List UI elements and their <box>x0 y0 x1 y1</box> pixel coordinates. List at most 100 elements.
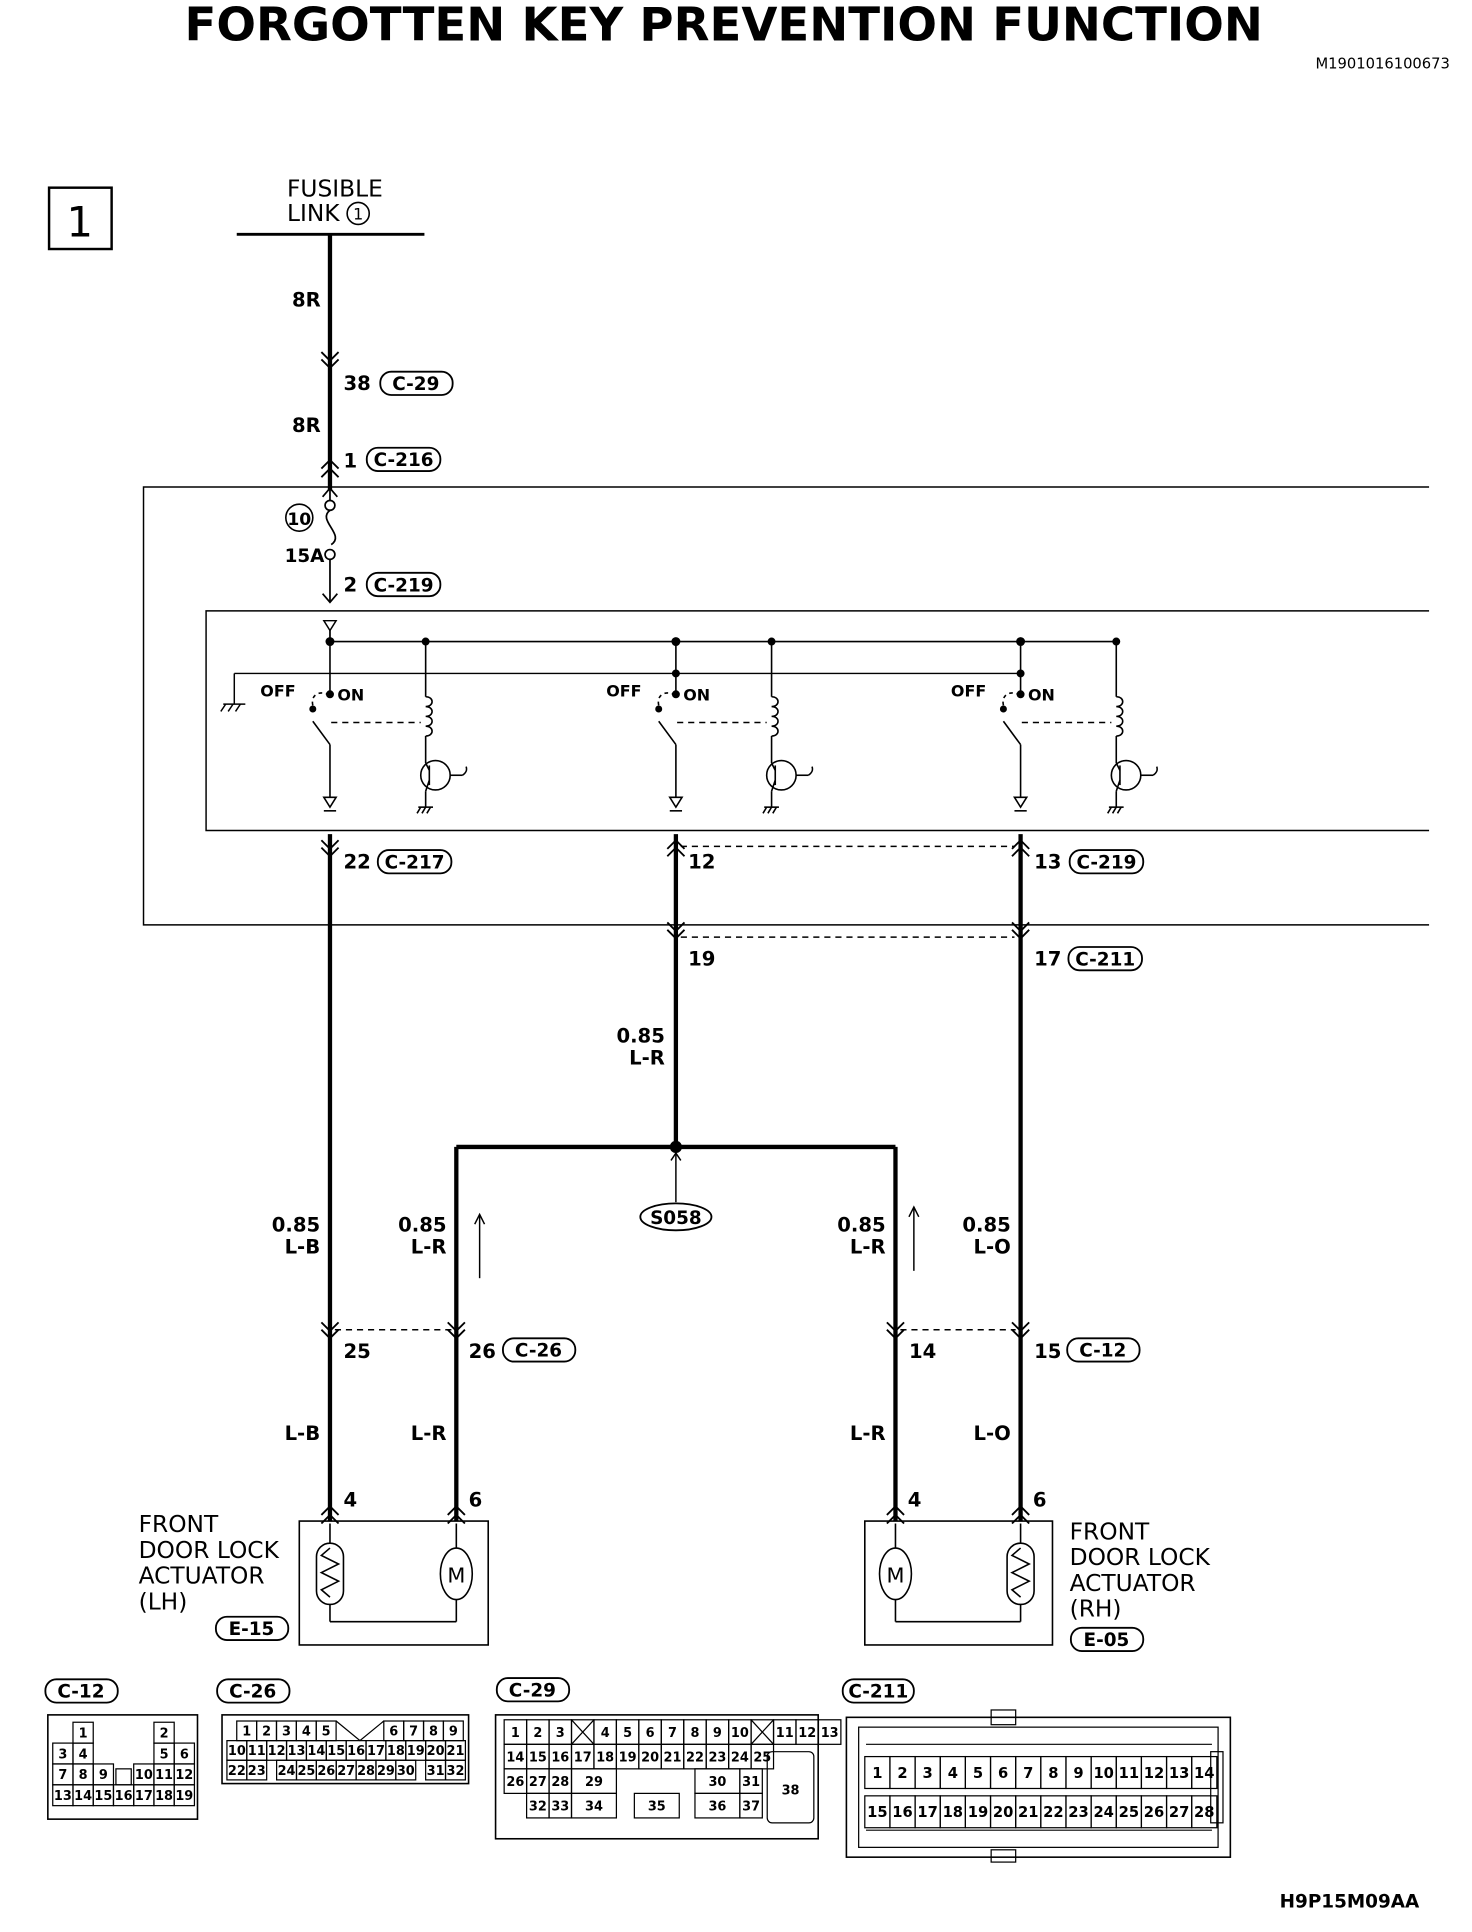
connector-pin: 16 <box>112 1784 135 1807</box>
svg-text:27: 27 <box>337 1764 355 1779</box>
connector-pin: 5 <box>964 1755 992 1790</box>
connector-pin: 7 <box>52 1763 74 1786</box>
pin-14: 14 <box>909 1340 936 1363</box>
fusible-link-number-circle <box>346 201 371 226</box>
connector-pin: 4 <box>72 1742 94 1765</box>
connector-pin: 8 <box>72 1763 94 1786</box>
svg-text:4: 4 <box>79 1747 88 1762</box>
connector-pin: 14 <box>503 1743 528 1770</box>
connector-pin: 32 <box>525 1792 550 1819</box>
pin-22: 22 <box>343 850 370 873</box>
svg-text:13: 13 <box>288 1744 306 1759</box>
svg-text:24: 24 <box>278 1764 296 1779</box>
wire-size-center-color: L-R <box>629 1047 665 1070</box>
actuator-rh-label-line3: ACTUATOR <box>1070 1570 1196 1597</box>
svg-text:5: 5 <box>973 1765 983 1782</box>
connector-pin: 23 <box>705 1743 730 1770</box>
pin-26: 26 <box>469 1340 496 1363</box>
connector-pin: 21 <box>1015 1795 1042 1829</box>
connector-tag-e15 <box>214 1615 290 1641</box>
actuator-lh-label-line3: ACTUATOR <box>139 1563 265 1590</box>
connector-pin: 29 <box>570 1768 618 1794</box>
svg-text:14: 14 <box>506 1750 524 1765</box>
connector-pin: 12 <box>795 1719 820 1745</box>
connector-pin: 25 <box>1115 1795 1143 1829</box>
connector-pin: 12 <box>266 1740 288 1761</box>
connector-pin: 31 <box>739 1768 763 1794</box>
actuator-lh-label-line2: DOOR LOCK <box>139 1537 280 1564</box>
connector-pin: 9 <box>92 1763 115 1786</box>
svg-text:35: 35 <box>648 1799 666 1814</box>
svg-text:22: 22 <box>686 1750 704 1765</box>
connector-tag-c26 <box>502 1337 577 1363</box>
connector-pin: 26 <box>503 1768 528 1794</box>
svg-text:8: 8 <box>429 1725 438 1740</box>
svg-text:16: 16 <box>892 1804 912 1821</box>
connector-pin: 17 <box>365 1740 387 1761</box>
connector-label-c219-bottom: C-219 <box>1076 852 1136 873</box>
page-title: FORGOTTEN KEY PREVENTION FUNCTION <box>185 0 1263 51</box>
connector-pin: 30 <box>395 1759 417 1781</box>
wire-size-rh-unlock-size: 0.85 <box>837 1214 885 1237</box>
connector-pin: 4 <box>295 1720 317 1742</box>
connector-c216-terminal <box>320 458 340 478</box>
svg-text:26: 26 <box>1144 1804 1164 1821</box>
face-label-c29: C-29 <box>509 1680 556 1701</box>
connector-pin: 13 <box>1165 1755 1193 1790</box>
svg-text:7: 7 <box>409 1725 418 1740</box>
junction-dot <box>671 669 680 678</box>
connector-label-c26: C-26 <box>515 1341 562 1362</box>
svg-text:32: 32 <box>529 1799 547 1814</box>
connector-pin: 13 <box>52 1784 74 1807</box>
actuator-rh-label-line2: DOOR LOCK <box>1070 1544 1211 1571</box>
connector-pin: 35 <box>633 1792 680 1819</box>
svg-text:13: 13 <box>1169 1765 1189 1782</box>
splice-label: S058 <box>650 1208 702 1229</box>
face-tag-c211 <box>841 1678 915 1704</box>
connector-tag-c12 <box>1066 1337 1141 1363</box>
connector-pin: 12 <box>173 1763 196 1786</box>
svg-text:29: 29 <box>585 1775 603 1790</box>
svg-text:10: 10 <box>731 1726 749 1741</box>
connector-pin: 5 <box>315 1720 337 1742</box>
connector-pin: 1 <box>236 1720 258 1742</box>
svg-text:12: 12 <box>1144 1765 1164 1782</box>
wire-size-rh-lock-color: L-O <box>973 1236 1010 1259</box>
actuator-rh-internal <box>894 1523 1035 1623</box>
connector-pin: 26 <box>1140 1795 1168 1829</box>
pin-1: 1 <box>343 449 357 472</box>
splice-tag <box>639 1202 713 1232</box>
svg-text:3: 3 <box>923 1765 933 1782</box>
svg-text:2: 2 <box>262 1725 271 1740</box>
wire-size-center-size: 0.85 <box>616 1025 664 1048</box>
connector-pin: 14 <box>72 1784 94 1807</box>
pin-12: 12 <box>688 850 715 873</box>
connector-label-c29: C-29 <box>392 374 439 395</box>
fuse-symbol <box>321 486 338 604</box>
junction-box-outline <box>142 486 1430 926</box>
connector-pin: 26 <box>315 1759 337 1781</box>
svg-text:32: 32 <box>447 1764 465 1779</box>
svg-text:18: 18 <box>387 1744 405 1759</box>
connector-pin: 20 <box>989 1795 1017 1829</box>
svg-text:10: 10 <box>135 1768 153 1783</box>
svg-text:6: 6 <box>180 1747 189 1762</box>
connector-pin: 8 <box>422 1720 445 1742</box>
connector-pin: 27 <box>525 1768 550 1794</box>
svg-text:13: 13 <box>821 1726 839 1741</box>
connector-pin: 15 <box>92 1784 115 1807</box>
svg-text:17: 17 <box>917 1804 937 1821</box>
connector-pin: 19 <box>615 1743 640 1770</box>
svg-text:19: 19 <box>407 1744 425 1759</box>
connector-pin: 19 <box>964 1795 992 1829</box>
svg-text:16: 16 <box>551 1750 569 1765</box>
svg-text:38: 38 <box>782 1784 800 1799</box>
svg-text:36: 36 <box>708 1799 726 1814</box>
svg-text:14: 14 <box>307 1744 325 1759</box>
switch-on-label: ON <box>1028 685 1055 704</box>
connector-pin: 23 <box>246 1759 268 1781</box>
relay-coil <box>425 695 433 737</box>
connector-pin: 22 <box>226 1759 248 1781</box>
switch-off-contact <box>999 705 1007 713</box>
